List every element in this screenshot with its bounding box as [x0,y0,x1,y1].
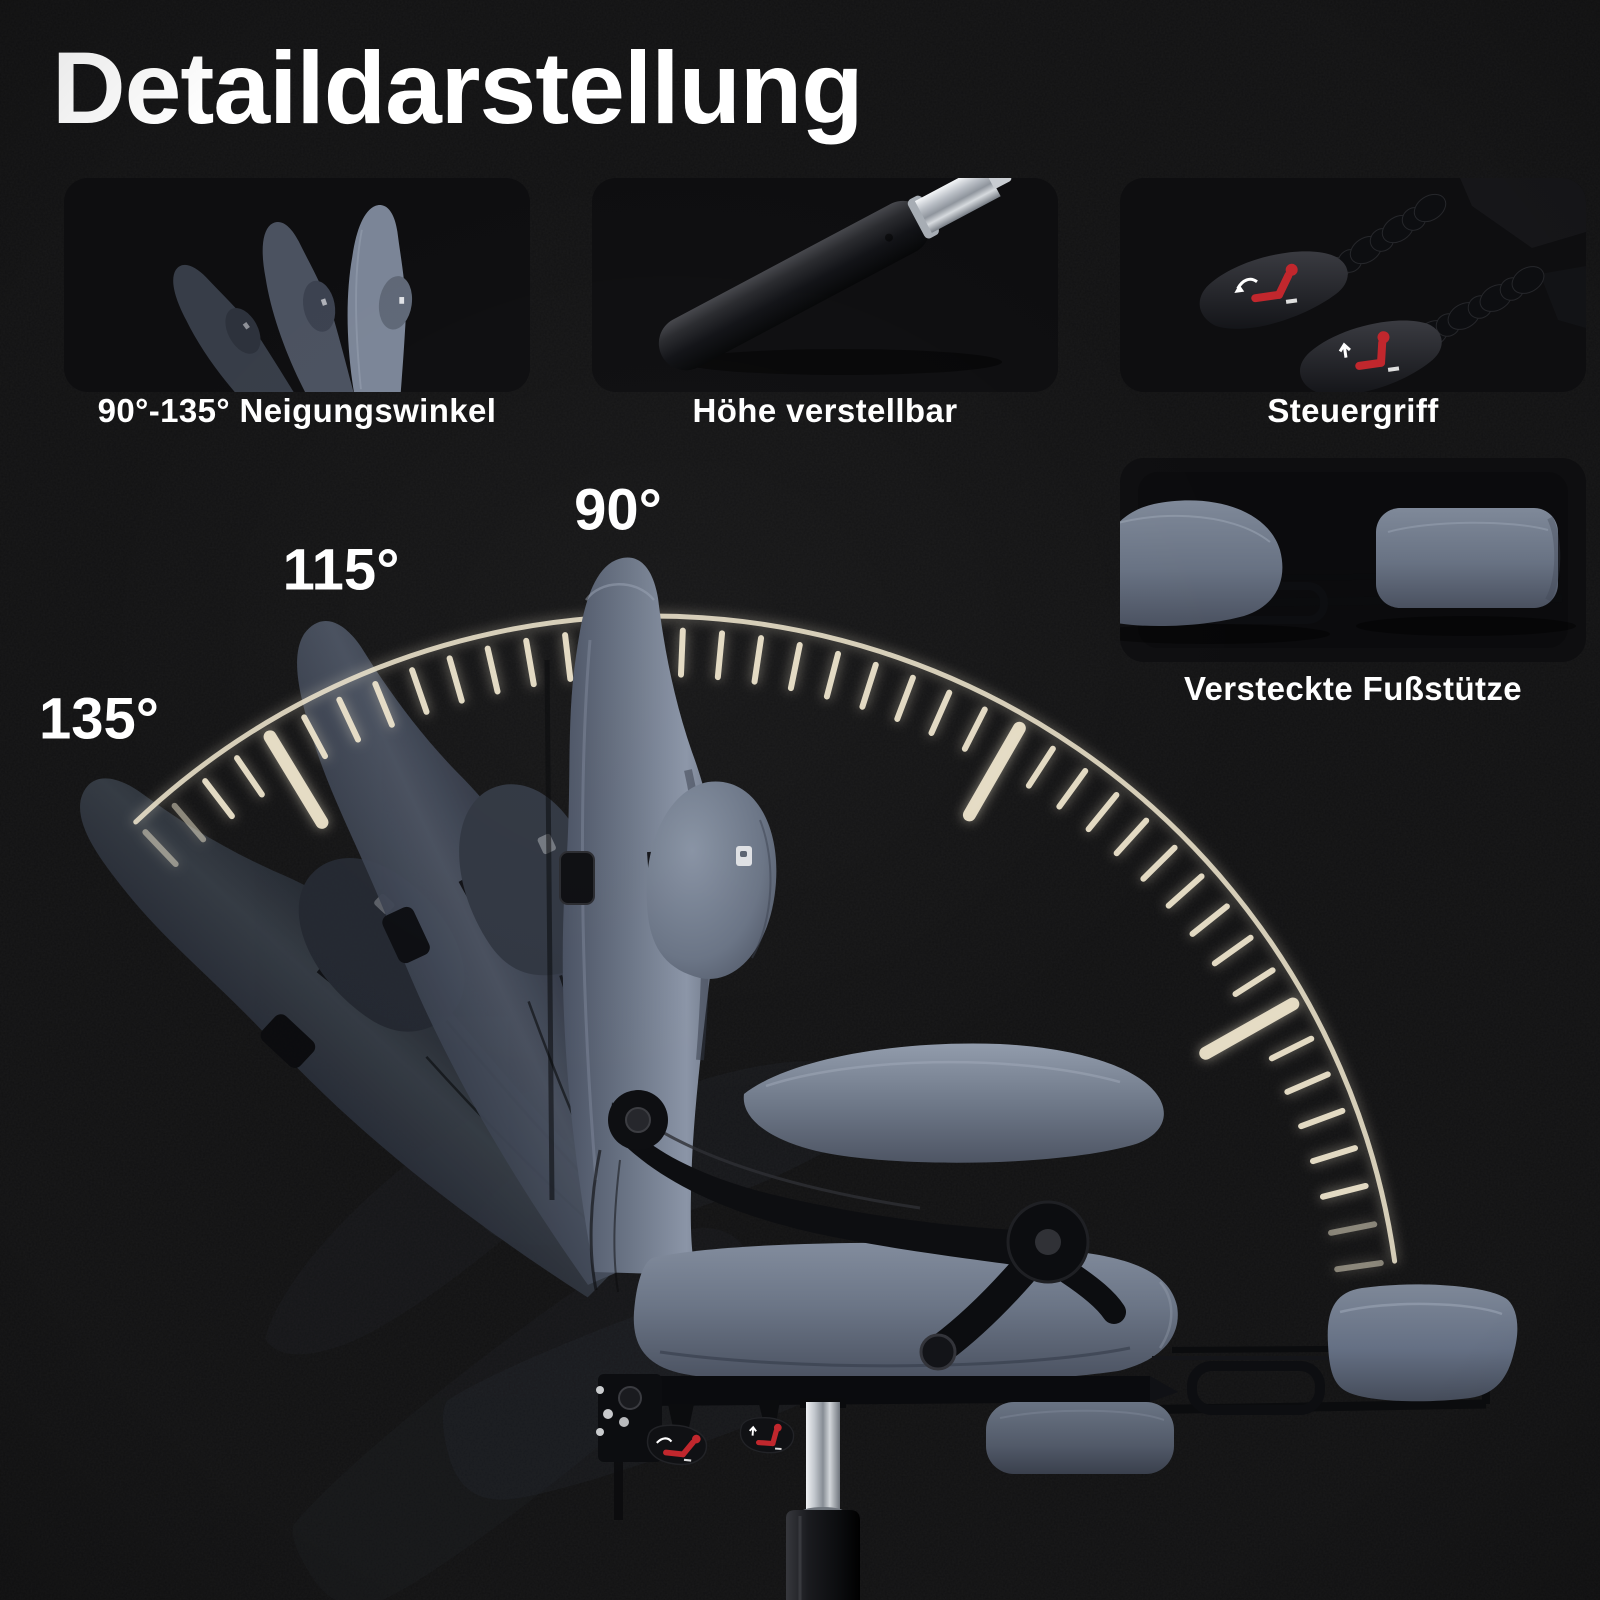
gas-lift-cylinder [786,1398,860,1600]
lift-pictogram-icon [748,1423,782,1450]
screw-icon [596,1428,604,1436]
chair-90deg [544,557,1518,1600]
feature-caption-recline-angle: 90°-135° Neigungswinkel [97,392,497,429]
armrest-bracket [608,1090,1126,1371]
angle-label-135: 135° [39,686,159,752]
mini-backrest-135 [173,264,308,392]
bolt-icon [919,1333,957,1371]
feature-card-control-handle [1120,178,1586,392]
lift-lever [739,1400,795,1454]
mini-backrest-115 [262,221,359,392]
recline-pictogram-icon [1234,263,1298,304]
rail-loop [1187,1361,1325,1415]
tension-cable [613,1159,621,1293]
recline-lever [646,1404,708,1466]
feature-caption-hidden-footrest: Versteckte Fußstütze [1183,670,1523,707]
footrest-cushion [1327,1284,1518,1402]
recline-lever-paddle [1199,251,1348,329]
page-title: Detaildarstellung [52,31,864,145]
angle-label-115: 115° [282,537,400,603]
lumbar-pillow [646,781,777,979]
strap-buckle [559,851,595,905]
brand-logo-icon [736,846,752,866]
underseat-mechanism [596,1374,1178,1520]
lift-piston [914,178,1001,233]
lift-body [658,200,931,371]
footrest-rear-cushion [1120,500,1283,627]
screw-icon [619,1417,629,1427]
lift-pictogram-icon [1338,331,1400,372]
mount-bracket [1460,178,1586,248]
tension-cable [589,1149,602,1291]
lift-lever-paddle [1300,320,1442,392]
armrest-pad [743,1043,1164,1163]
screw-icon [618,1386,642,1410]
recline-pictogram-icon [656,1434,701,1462]
feature-card-hidden-footrest [1120,458,1586,662]
mini-backrest-90 [347,205,413,392]
recline-angle-illustration [173,205,413,392]
footrest-front-cushion [1376,508,1561,608]
bolt-icon [1035,1229,1061,1255]
mount-bracket [1540,266,1586,328]
footrest-folded-cushion [986,1402,1174,1474]
seat-cushion [633,1242,1178,1385]
feature-card-height-adjust [592,178,1058,392]
backrest-frame-rod [544,659,555,1201]
angle-label-90: 90° [574,477,662,543]
feature-caption-control-handle: Steuergriff [1267,392,1439,429]
bolt-icon [625,1107,651,1133]
footrest-illustration [1120,472,1576,648]
screw-icon [603,1409,613,1419]
feature-caption-height-adjust: Höhe verstellbar [692,392,958,429]
gas-lift-illustration [658,178,1012,375]
cushion-seam [999,1409,1165,1421]
screw-icon [596,1386,604,1394]
feature-card-recline-angle [64,178,530,392]
control-handle-illustration [1199,178,1586,392]
